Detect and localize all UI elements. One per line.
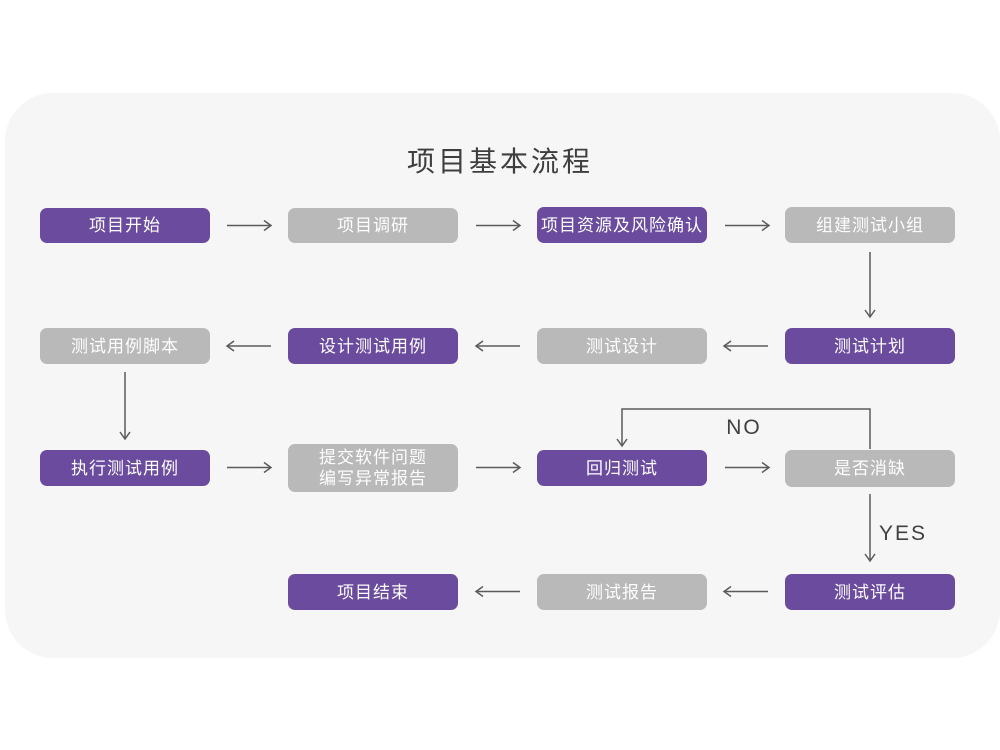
flow-node-regression-test: 回归测试: [537, 450, 707, 486]
flow-node-defect-cleared: 是否消缺: [785, 450, 955, 487]
flow-node-project-end: 项目结束: [288, 574, 458, 610]
page-title: 项目基本流程: [406, 146, 593, 177]
flow-node-project-research: 项目调研: [288, 208, 458, 243]
flowchart-card: [5, 93, 1000, 658]
flow-node-test-case-script: 测试用例脚本: [40, 328, 210, 364]
flow-node-test-evaluation: 测试评估: [785, 574, 955, 610]
flow-node-form-test-team: 组建测试小组: [785, 207, 955, 243]
flow-node-execute-test-cases: 执行测试用例: [40, 450, 210, 486]
flow-node-test-report: 测试报告: [537, 574, 707, 610]
flow-node-resources-risk-confirm: 项目资源及风险确认: [537, 207, 707, 243]
flow-node-test-plan: 测试计划: [785, 328, 955, 364]
flow-node-submit-issue-report: 提交软件问题 编写异常报告: [288, 444, 458, 492]
flow-node-project-start: 项目开始: [40, 208, 210, 243]
flow-node-design-test-cases: 设计测试用例: [288, 328, 458, 364]
flow-node-test-design: 测试设计: [537, 328, 707, 364]
